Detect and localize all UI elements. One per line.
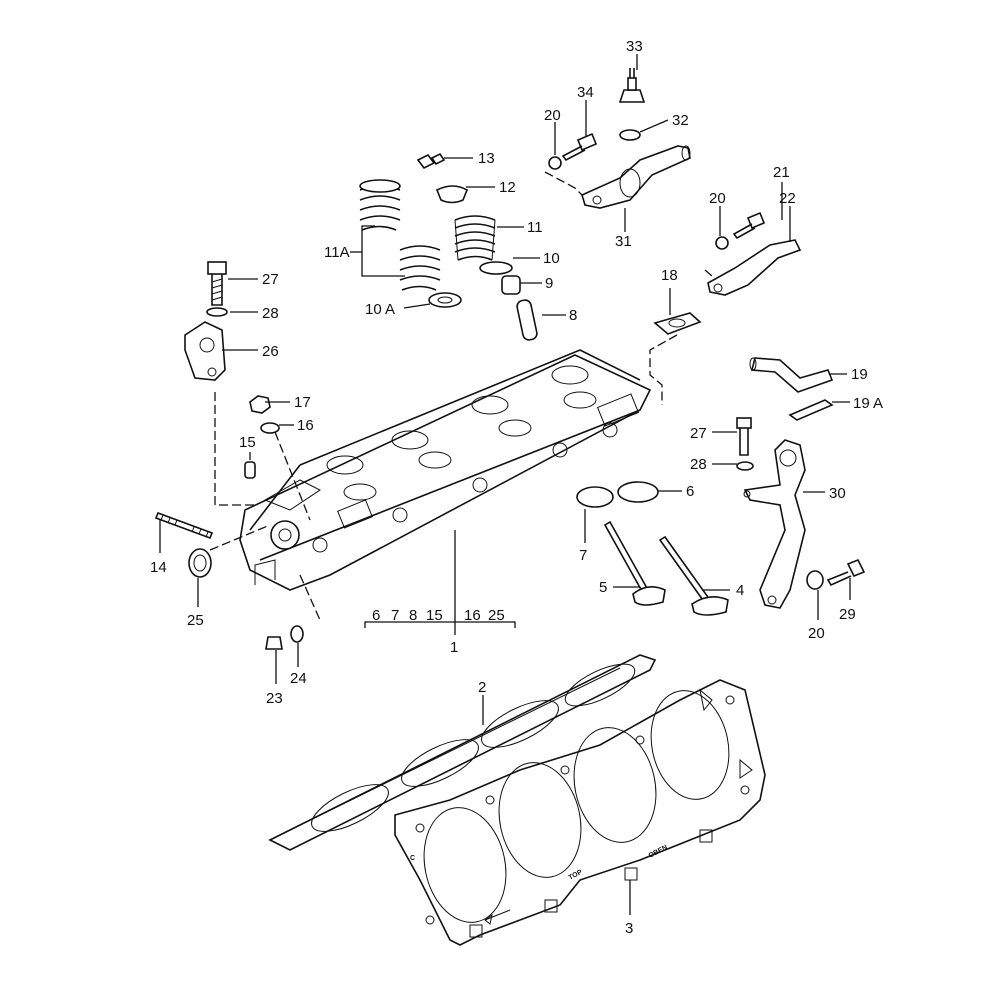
label-19a: 19 A <box>853 395 883 412</box>
label-7: 7 <box>579 547 587 564</box>
label-20-upper: 20 <box>544 107 561 124</box>
washer-20-lower <box>806 570 824 590</box>
bolt-21 <box>732 211 766 240</box>
valve-spring-11a-inner <box>399 245 441 291</box>
valve-5 <box>603 520 666 606</box>
label-2: 2 <box>478 679 486 696</box>
gasket-18 <box>653 312 702 335</box>
label-20-lower: 20 <box>808 625 825 642</box>
nut-17 <box>249 395 271 414</box>
label-11: 11 <box>527 219 543 236</box>
valve-retainer-12 <box>435 185 469 204</box>
group-1-item: 25 <box>488 607 505 624</box>
valve-stem-seal-9 <box>501 275 521 295</box>
label-33: 33 <box>626 38 643 55</box>
seal-ring-25 <box>188 548 212 578</box>
valve-4 <box>658 535 729 616</box>
valve-guide-8 <box>516 299 538 341</box>
label-17: 17 <box>294 394 311 411</box>
washer-28-right <box>736 461 754 471</box>
washer-24 <box>290 625 304 643</box>
label-10a: 10 A <box>365 301 395 318</box>
spring-seat-10 <box>479 261 513 275</box>
washer-20-upper <box>548 156 562 170</box>
group-1-item: 15 <box>426 607 443 624</box>
washer-16 <box>260 422 280 434</box>
label-26: 26 <box>262 343 279 360</box>
label-12: 12 <box>499 179 516 196</box>
label-27-left: 27 <box>262 271 279 288</box>
bolt-34 <box>561 132 598 162</box>
valve-keepers-13 <box>416 153 436 170</box>
bracket-30 <box>743 439 806 609</box>
label-32: 32 <box>672 112 689 129</box>
coolant-pipe-22 <box>707 239 802 296</box>
washer-28-left <box>206 307 228 317</box>
label-1: 1 <box>450 639 458 656</box>
label-23: 23 <box>266 690 283 707</box>
label-31: 31 <box>615 233 632 250</box>
valve-spring-11a-outer <box>359 179 401 231</box>
label-11a: 11A <box>324 244 350 261</box>
washer-20-right <box>715 236 729 250</box>
label-28-left: 28 <box>262 305 279 322</box>
label-29: 29 <box>839 606 856 623</box>
label-22: 22 <box>779 190 796 207</box>
label-14: 14 <box>150 559 167 576</box>
group-1-list: 6 7 8 15 16 25 <box>372 607 505 624</box>
leader-lines <box>159 54 851 915</box>
valve-spring-11 <box>454 215 496 261</box>
cylinder-head <box>239 349 652 591</box>
label-15: 15 <box>239 434 256 451</box>
bracket-26 <box>184 321 226 381</box>
plug-23 <box>265 636 283 650</box>
label-24: 24 <box>290 670 307 687</box>
label-18: 18 <box>661 267 678 284</box>
group-1-item: 7 <box>391 607 399 624</box>
bolt-27-right <box>736 417 752 456</box>
group-1-item: 8 <box>409 607 417 624</box>
label-20-right: 20 <box>709 190 726 207</box>
label-19: 19 <box>851 366 868 383</box>
label-28-right: 28 <box>690 456 707 473</box>
bolt-29 <box>826 558 866 587</box>
spring-seat-10a <box>428 292 462 308</box>
label-27-right: 27 <box>690 425 707 442</box>
dowel-pin-15 <box>244 461 256 479</box>
label-3: 3 <box>625 920 633 937</box>
label-5: 5 <box>599 579 607 596</box>
coolant-sensor-33 <box>618 68 646 103</box>
label-10: 10 <box>543 250 560 267</box>
label-21: 21 <box>773 164 790 181</box>
label-13: 13 <box>478 150 495 167</box>
pipe-19 <box>749 357 834 393</box>
label-4: 4 <box>736 582 744 599</box>
label-25: 25 <box>187 612 204 629</box>
label-9: 9 <box>545 275 553 292</box>
cylinder-head-gasket-3: OBEN TOP C <box>394 679 766 946</box>
stud-14 <box>154 511 214 540</box>
label-30: 30 <box>829 485 846 502</box>
bolt-27-left <box>207 261 227 306</box>
label-6: 6 <box>686 483 694 500</box>
valve-seat-6 <box>617 481 659 503</box>
label-16: 16 <box>297 417 314 434</box>
group-1-item: 16 <box>464 607 481 624</box>
label-8: 8 <box>569 307 577 324</box>
valve-seat-7 <box>576 486 614 508</box>
group-1-item: 6 <box>372 607 380 624</box>
callout-labels: 33 34 32 20 31 13 12 11 11A 10 9 10 A 8 … <box>150 38 883 937</box>
seal-ring-32 <box>619 129 641 141</box>
gasket-19a <box>788 399 834 421</box>
label-34: 34 <box>577 84 594 101</box>
coolant-pipe-31 <box>581 145 691 209</box>
cylinder-head-gasket-2 <box>268 654 657 851</box>
gasket-c-text: C <box>410 855 415 862</box>
